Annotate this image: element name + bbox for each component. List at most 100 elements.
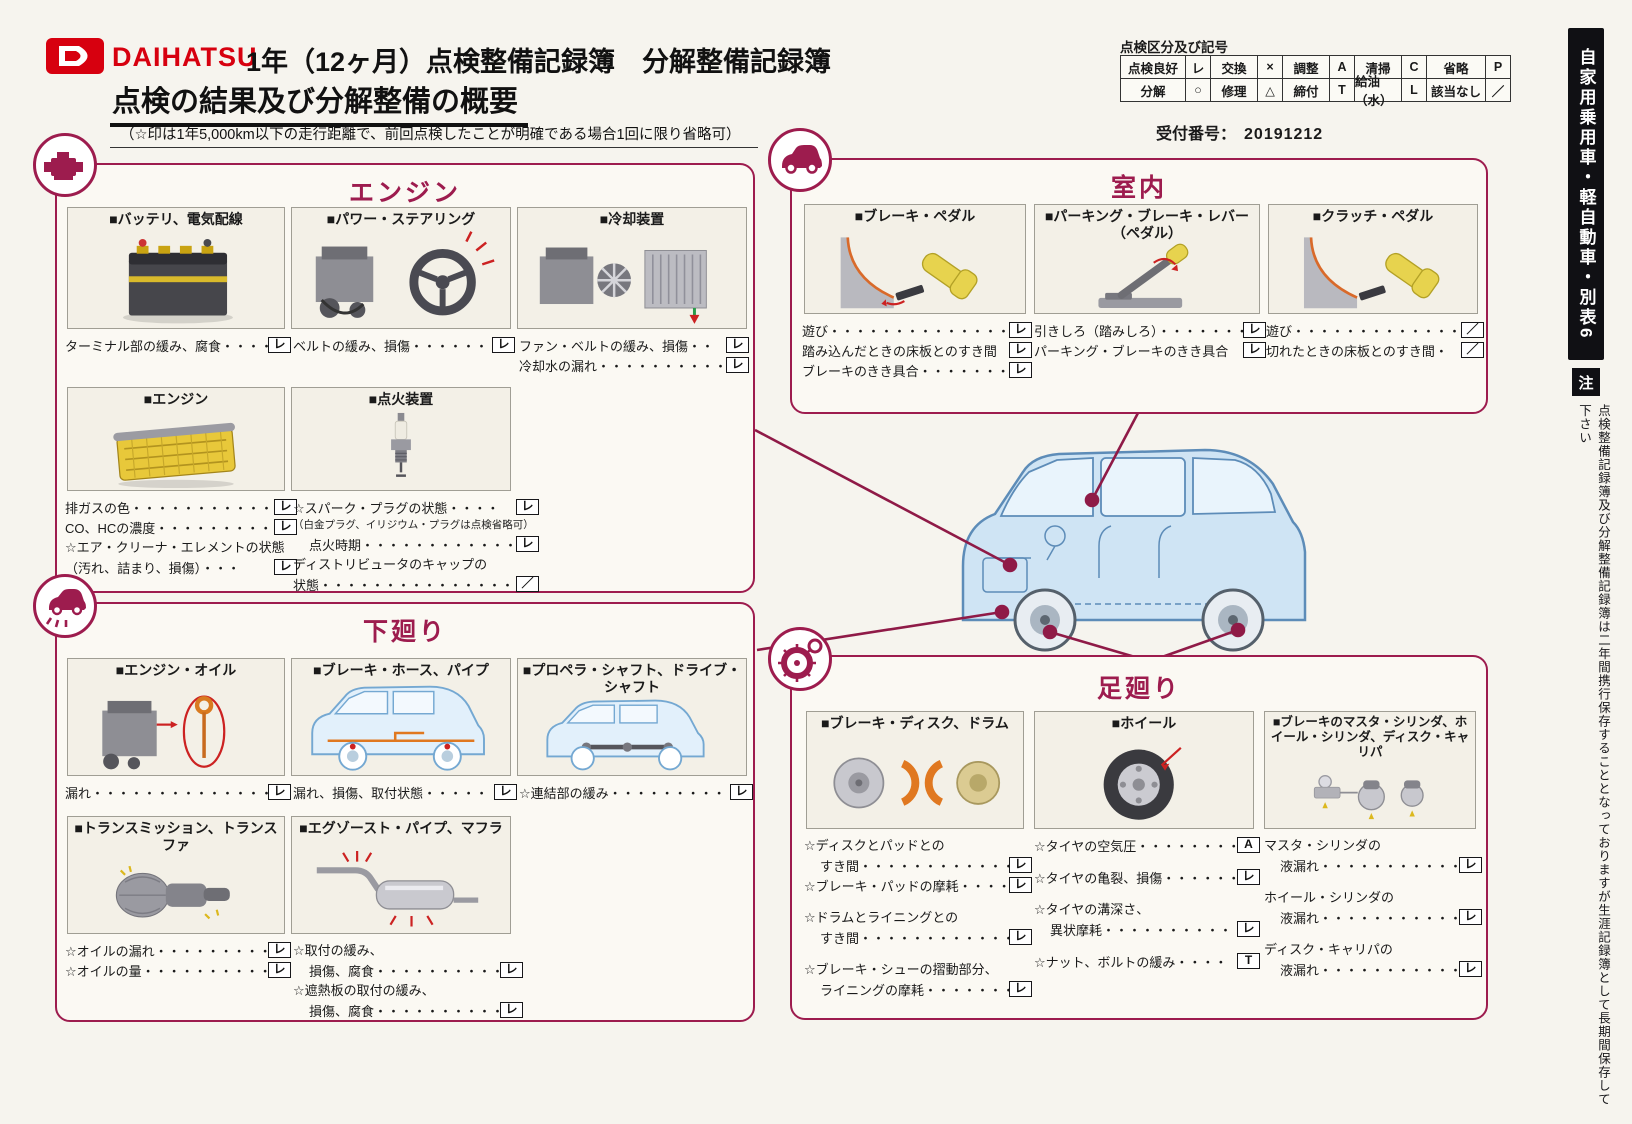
- brake-pedal-check-items: 遊び・・・・・・・・・・・・・・・・・・・レ 踏み込んだときの床板とのすき間レ …: [802, 320, 1032, 380]
- check-mark: レ: [1243, 342, 1266, 358]
- check-item: ☆ブレーキ・シューの摺動部分、 ライニングの摩耗・・・・・・・・レ: [804, 959, 1032, 999]
- check-mark: レ: [1009, 342, 1032, 358]
- item-label: ブレーキのきき具合・・・・・・・・: [802, 363, 1009, 379]
- car-underside-icon: [33, 574, 97, 638]
- item-label: ☆タイヤの空気圧・・・・・・・・・: [1034, 838, 1237, 854]
- exhaust-illustration: [316, 850, 479, 926]
- sidebar-note-mark: 注: [1572, 368, 1600, 396]
- check-mark: レ: [1243, 322, 1266, 338]
- group-title: ■パワー・ステアリング: [326, 211, 476, 227]
- item-label: 液漏れ・・・・・・・・・・・・・・・: [1280, 962, 1459, 978]
- legend-mark: ×: [1258, 56, 1282, 78]
- legend-mark: △: [1258, 79, 1282, 101]
- check-mark: A: [1237, 837, 1260, 853]
- group-title: ■ホイール: [1111, 715, 1177, 731]
- parking-brake-check-items: 引きしろ（踏みしろ）・・・・・・・・レ パーキング・ブレーキのきき具合レ: [1034, 320, 1266, 360]
- item-label: 異状摩耗・・・・・・・・・・・・・: [1050, 922, 1237, 938]
- section-title: 足廻り: [1096, 675, 1181, 703]
- check-item: 遊び・・・・・・・・・・・・・・・・・・・レ: [802, 320, 1032, 340]
- wheel-check-items: ☆タイヤの空気圧・・・・・・・・・A ☆タイヤの亀裂、損傷・・・・・・レ ☆タイ…: [1034, 835, 1260, 971]
- check-item: ☆タイヤの溝深さ、 異状摩耗・・・・・・・・・・・・・レ: [1034, 899, 1260, 939]
- item-label: ☆オイルの漏れ・・・・・・・・・・・: [65, 943, 268, 959]
- group-engine-air-cleaner: ■エンジン: [67, 387, 285, 491]
- section-title: 下廻り: [362, 618, 447, 646]
- item-label: パーキング・ブレーキのきき具合: [1034, 343, 1229, 359]
- legend-mark: T: [1330, 79, 1354, 101]
- engine-check-items: 排ガスの色・・・・・・・・・・・・・レ CO、HCの濃度・・・・・・・・・レ ☆…: [65, 497, 297, 577]
- group-wheel: ■ホイール: [1034, 711, 1254, 829]
- sidebar-note: 点検整備記録簿及び分解整備記録簿は二年間携行保存することとなっておりますが生涯記…: [1577, 404, 1610, 1106]
- check-mark: レ: [1459, 909, 1482, 925]
- check-mark: レ: [268, 784, 291, 800]
- item-label: ファン・ベルトの緩み、損傷・・: [519, 338, 715, 354]
- brand-name: DAIHATSU: [112, 42, 258, 72]
- group-title: ■プロペラ・シャフト、ドライブ・シャフト: [522, 662, 742, 695]
- group-title: ■点火装置: [368, 391, 434, 407]
- group-propeller-shaft: ■プロペラ・シャフト、ドライブ・シャフト: [517, 658, 747, 776]
- cooling-illustration: [539, 247, 707, 324]
- wheel-illustration: [1103, 746, 1182, 820]
- check-mark: レ: [1237, 869, 1260, 885]
- exhaust-check-items: ☆取付の緩み、 損傷、腐食・・・・・・・・・・・・レ ☆遮熱板の取付の緩み、 損…: [293, 940, 523, 1020]
- group-exhaust: ■エグゾースト・パイプ、マフラ: [291, 816, 511, 934]
- check-item: 漏れ・・・・・・・・・・・・・・・・・・・レ: [65, 782, 291, 802]
- group-cooling: ■冷却装置: [517, 207, 747, 329]
- brake-hose-illustration: [311, 685, 485, 771]
- check-mark: レ: [274, 519, 297, 535]
- group-battery: ■バッテリ、電気配線: [67, 207, 285, 329]
- receipt-number: 受付番号：20191212: [1156, 120, 1323, 144]
- item-label: ☆エア・クリーナ・エレメントの状態: [65, 540, 285, 555]
- check-item: ☆ブレーキ・パッドの摩耗・・・・レ: [804, 875, 1032, 895]
- check-item: ☆タイヤの空気圧・・・・・・・・・A: [1034, 835, 1260, 855]
- check-mark: レ: [500, 962, 523, 978]
- item-label: 漏れ・・・・・・・・・・・・・・・・・・・: [65, 785, 268, 801]
- header-note: （☆印は1年5,000km以下の走行距離で、前回点検したことが明確である場合1回…: [120, 127, 741, 143]
- group-title: ■エンジン: [143, 391, 209, 407]
- check-item: CO、HCの濃度・・・・・・・・・レ: [65, 517, 297, 537]
- transmission-illustration: [115, 865, 230, 920]
- item-label: 冷却水の漏れ・・・・・・・・・・・・: [519, 358, 726, 374]
- clutch-pedal-illustration: [1303, 236, 1440, 308]
- item-label: ☆取付の緩み、: [293, 943, 383, 958]
- check-mark: ／: [1461, 322, 1484, 338]
- group-title: ■トランスミッション、トランスファ: [74, 820, 278, 853]
- group-transmission: ■トランスミッション、トランスファ: [67, 816, 285, 934]
- car-side-icon: [768, 128, 832, 192]
- group-title: ■クラッチ・ペダル: [1312, 208, 1434, 224]
- item-label: 踏み込んだときの床板とのすき間: [802, 343, 997, 359]
- check-item: ☆オイルの量・・・・・・・・・・・・・レ: [65, 960, 291, 980]
- item-label: マスタ・シリンダの: [1264, 838, 1382, 853]
- check-item: ☆ディスクとパッドとの すき間・・・・・・・・・・・・・・・・レ: [804, 835, 1032, 875]
- legend-label: 分解: [1121, 79, 1185, 101]
- group-title: ■パーキング・ブレーキ・レバー（ペダル）: [1044, 208, 1250, 241]
- receipt-label: 受付番号：: [1156, 126, 1237, 143]
- group-title: ■エンジン・オイル: [115, 662, 237, 678]
- group-title: ■ブレーキ・ペダル: [854, 208, 976, 224]
- check-mark: ／: [1461, 342, 1484, 358]
- check-mark: レ: [1237, 921, 1260, 937]
- group-clutch-pedal: ■クラッチ・ペダル: [1268, 204, 1478, 314]
- tire-icon: [768, 627, 832, 691]
- check-item: ホイール・シリンダの 液漏れ・・・・・・・・・・・・・・・レ: [1264, 887, 1482, 927]
- power-steering-check-items: ベルトの緩み、損傷・・・・・・・・レ: [293, 335, 515, 355]
- item-label: 排ガスの色・・・・・・・・・・・・・: [65, 500, 274, 516]
- section-underside: 下廻り ■エンジン・オイル ■ブレーキ・ホース、パイプ: [33, 574, 755, 1022]
- legend-label: 給油（水）: [1355, 75, 1401, 108]
- header-rule: [110, 147, 758, 148]
- check-item: 遊び・・・・・・・・・・・・・・・・・・・／: [1266, 320, 1484, 340]
- legend-mark: ／: [1486, 79, 1510, 101]
- power-steering-illustration: [315, 230, 495, 318]
- section-suspension: 足廻り ■ブレーキ・ディスク、ドラム ■ホイール ■ブレー: [768, 627, 1488, 1020]
- group-title: ■ブレーキ・ホース、パイプ: [313, 662, 489, 678]
- sidebar-classification-tab: 自家用乗用車・軽自動車・別表6: [1568, 28, 1604, 360]
- group-title: ■バッテリ、電気配線: [109, 211, 243, 227]
- group-brake-pedal: ■ブレーキ・ペダル: [804, 204, 1026, 314]
- item-label: 引きしろ（踏みしろ）・・・・・・・・: [1034, 323, 1243, 339]
- ignition-note: （白金プラグ、イリジウム・プラグは点検省略可）: [293, 519, 534, 531]
- engine-oil-illustration: [102, 694, 226, 769]
- check-mark: レ: [1009, 877, 1032, 893]
- check-mark: T: [1237, 953, 1260, 969]
- check-mark: レ: [274, 559, 297, 575]
- section-interior: 室内 ■ブレーキ・ペダル ■パーキング・ブレーキ・レバー（ペダル） ■クラッチ・…: [768, 128, 1488, 414]
